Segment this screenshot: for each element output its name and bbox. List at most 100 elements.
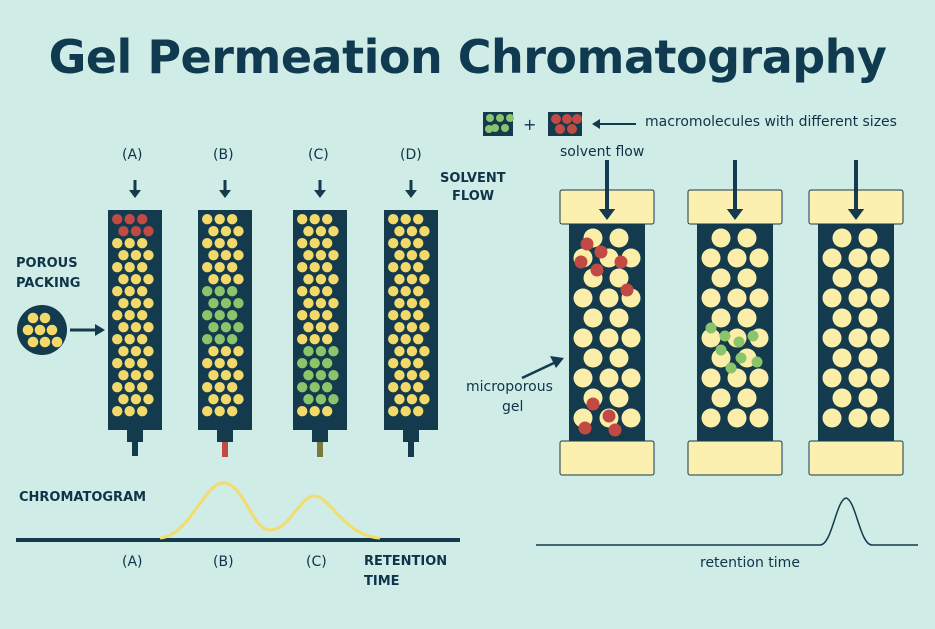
bead	[124, 286, 135, 297]
bead	[124, 310, 135, 321]
gel-bead	[701, 368, 721, 388]
bead	[322, 382, 333, 393]
solvent-flow-label-1: SOLVENT	[440, 171, 506, 186]
bead	[394, 322, 405, 333]
solvent-flow-label-2: FLOW	[452, 189, 495, 204]
bead	[328, 226, 339, 237]
bead	[328, 322, 339, 333]
gel-bead	[822, 408, 842, 428]
legend-arrow-head	[592, 119, 600, 129]
gel-bead	[701, 328, 721, 348]
retention-time-label-right: retention time	[700, 555, 800, 571]
bead	[220, 274, 232, 285]
bead	[137, 262, 148, 273]
bead	[112, 406, 123, 417]
bead	[214, 406, 225, 417]
bead	[315, 394, 327, 405]
small-molecule	[733, 336, 745, 348]
large-molecule	[562, 114, 572, 124]
bead	[220, 298, 232, 309]
bead	[388, 262, 399, 273]
bead	[214, 382, 225, 393]
bead	[309, 310, 320, 321]
column-outlet	[217, 430, 233, 442]
bead	[112, 214, 123, 225]
bead	[328, 274, 339, 285]
outlet-tip	[222, 442, 228, 457]
gel-bead	[848, 288, 868, 308]
outlet-tip	[132, 442, 138, 456]
microporous-label-2: gel	[502, 399, 524, 415]
gel-bead	[822, 248, 842, 268]
bead	[303, 322, 314, 333]
small-molecule	[715, 344, 727, 356]
gel-bead	[621, 368, 641, 388]
bead	[413, 214, 424, 225]
legend-text: macromolecules with different sizes	[645, 114, 897, 130]
gel-bead	[621, 408, 641, 428]
flow-arrow-d	[405, 180, 417, 198]
bead	[34, 324, 46, 336]
gel-bead	[870, 368, 890, 388]
bottom-cap	[559, 440, 655, 476]
bead	[400, 334, 411, 345]
bead	[419, 250, 430, 261]
gel-bead	[599, 288, 619, 308]
gel-bead	[832, 348, 852, 368]
outlet-tip	[317, 442, 323, 457]
column-outlet	[403, 430, 419, 442]
bead	[388, 406, 399, 417]
gel-bead	[609, 348, 629, 368]
bead	[394, 298, 405, 309]
bead	[130, 370, 142, 381]
gel-flow-arrow-3	[847, 160, 865, 220]
gel-bead	[583, 308, 603, 328]
bead	[394, 394, 405, 405]
bead	[406, 394, 418, 405]
bead	[413, 238, 424, 249]
bead	[208, 250, 219, 261]
bead	[118, 394, 129, 405]
bead	[388, 238, 399, 249]
gel-bead	[711, 308, 731, 328]
bead	[297, 286, 308, 297]
bead	[419, 394, 430, 405]
large-molecule	[608, 423, 622, 437]
gel-bead	[749, 368, 769, 388]
bead	[406, 250, 418, 261]
small-molecule	[719, 330, 731, 342]
gel-bead	[621, 328, 641, 348]
large-molecule	[614, 255, 628, 269]
bead	[220, 250, 232, 261]
bead	[322, 334, 333, 345]
bead	[322, 406, 333, 417]
axis-label-c: (C)	[306, 554, 327, 570]
bead	[137, 310, 148, 321]
bead	[322, 262, 333, 273]
bead	[202, 214, 213, 225]
large-molecule	[580, 237, 594, 251]
bead	[406, 298, 418, 309]
bead	[388, 214, 399, 225]
large-molecule	[578, 421, 592, 435]
bead	[143, 370, 154, 381]
column-outlet	[127, 430, 143, 442]
bead	[143, 226, 154, 237]
large-molecule	[551, 114, 561, 124]
bead	[406, 370, 418, 381]
bead	[400, 214, 411, 225]
gel-bead	[737, 388, 757, 408]
bead	[227, 382, 238, 393]
flow-arrow-d-head	[405, 190, 417, 198]
bead	[315, 298, 327, 309]
small-molecule	[751, 356, 763, 368]
bead	[130, 226, 142, 237]
gel-bead	[599, 328, 619, 348]
gel-bead	[701, 248, 721, 268]
bead	[227, 334, 238, 345]
legend-swatch-large	[548, 112, 582, 136]
large-molecule	[555, 124, 565, 134]
gel-column-3	[808, 189, 904, 476]
bead	[214, 238, 225, 249]
bead	[220, 346, 232, 357]
